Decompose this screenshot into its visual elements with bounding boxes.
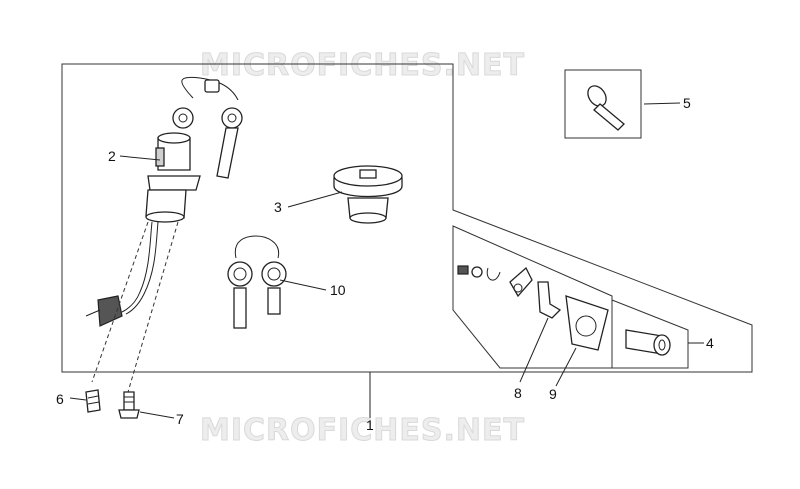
callout-7: 7 (176, 411, 184, 427)
key-pair (227, 235, 287, 329)
callout-5: 5 (683, 95, 691, 111)
bolt-7 (118, 391, 140, 419)
leader-9 (555, 347, 577, 387)
screw-6 (85, 389, 101, 413)
leader-10 (279, 279, 327, 291)
leader-3 (287, 191, 343, 208)
leader-2 (119, 155, 161, 161)
guide-line-6 (91, 221, 149, 383)
leader-5 (643, 102, 681, 105)
leader-8 (519, 317, 549, 383)
callout-1: 1 (366, 417, 374, 433)
callout-3: 3 (274, 199, 282, 215)
assembly-frame (61, 63, 753, 373)
callout-9: 9 (549, 386, 557, 402)
watermark-bottom: MICROFICHES.NET (200, 413, 525, 448)
part5-box (564, 69, 642, 139)
watermark-top: MICROFICHES.NET (200, 48, 525, 83)
leader-6 (69, 397, 87, 401)
callout-6: 6 (56, 391, 64, 407)
fuel-cap (333, 165, 403, 224)
seat-lock-small-parts (457, 265, 671, 356)
callout-10: 10 (330, 282, 346, 298)
leader-7 (139, 411, 175, 419)
callout-4: 4 (706, 335, 714, 351)
seat-lock-subframe (452, 225, 613, 369)
callout-8: 8 (514, 385, 522, 401)
part4-box (611, 299, 689, 369)
ignition-switch (85, 76, 243, 327)
guide-line-7 (127, 221, 179, 393)
callout-2: 2 (108, 148, 116, 164)
key-blank (587, 85, 625, 131)
